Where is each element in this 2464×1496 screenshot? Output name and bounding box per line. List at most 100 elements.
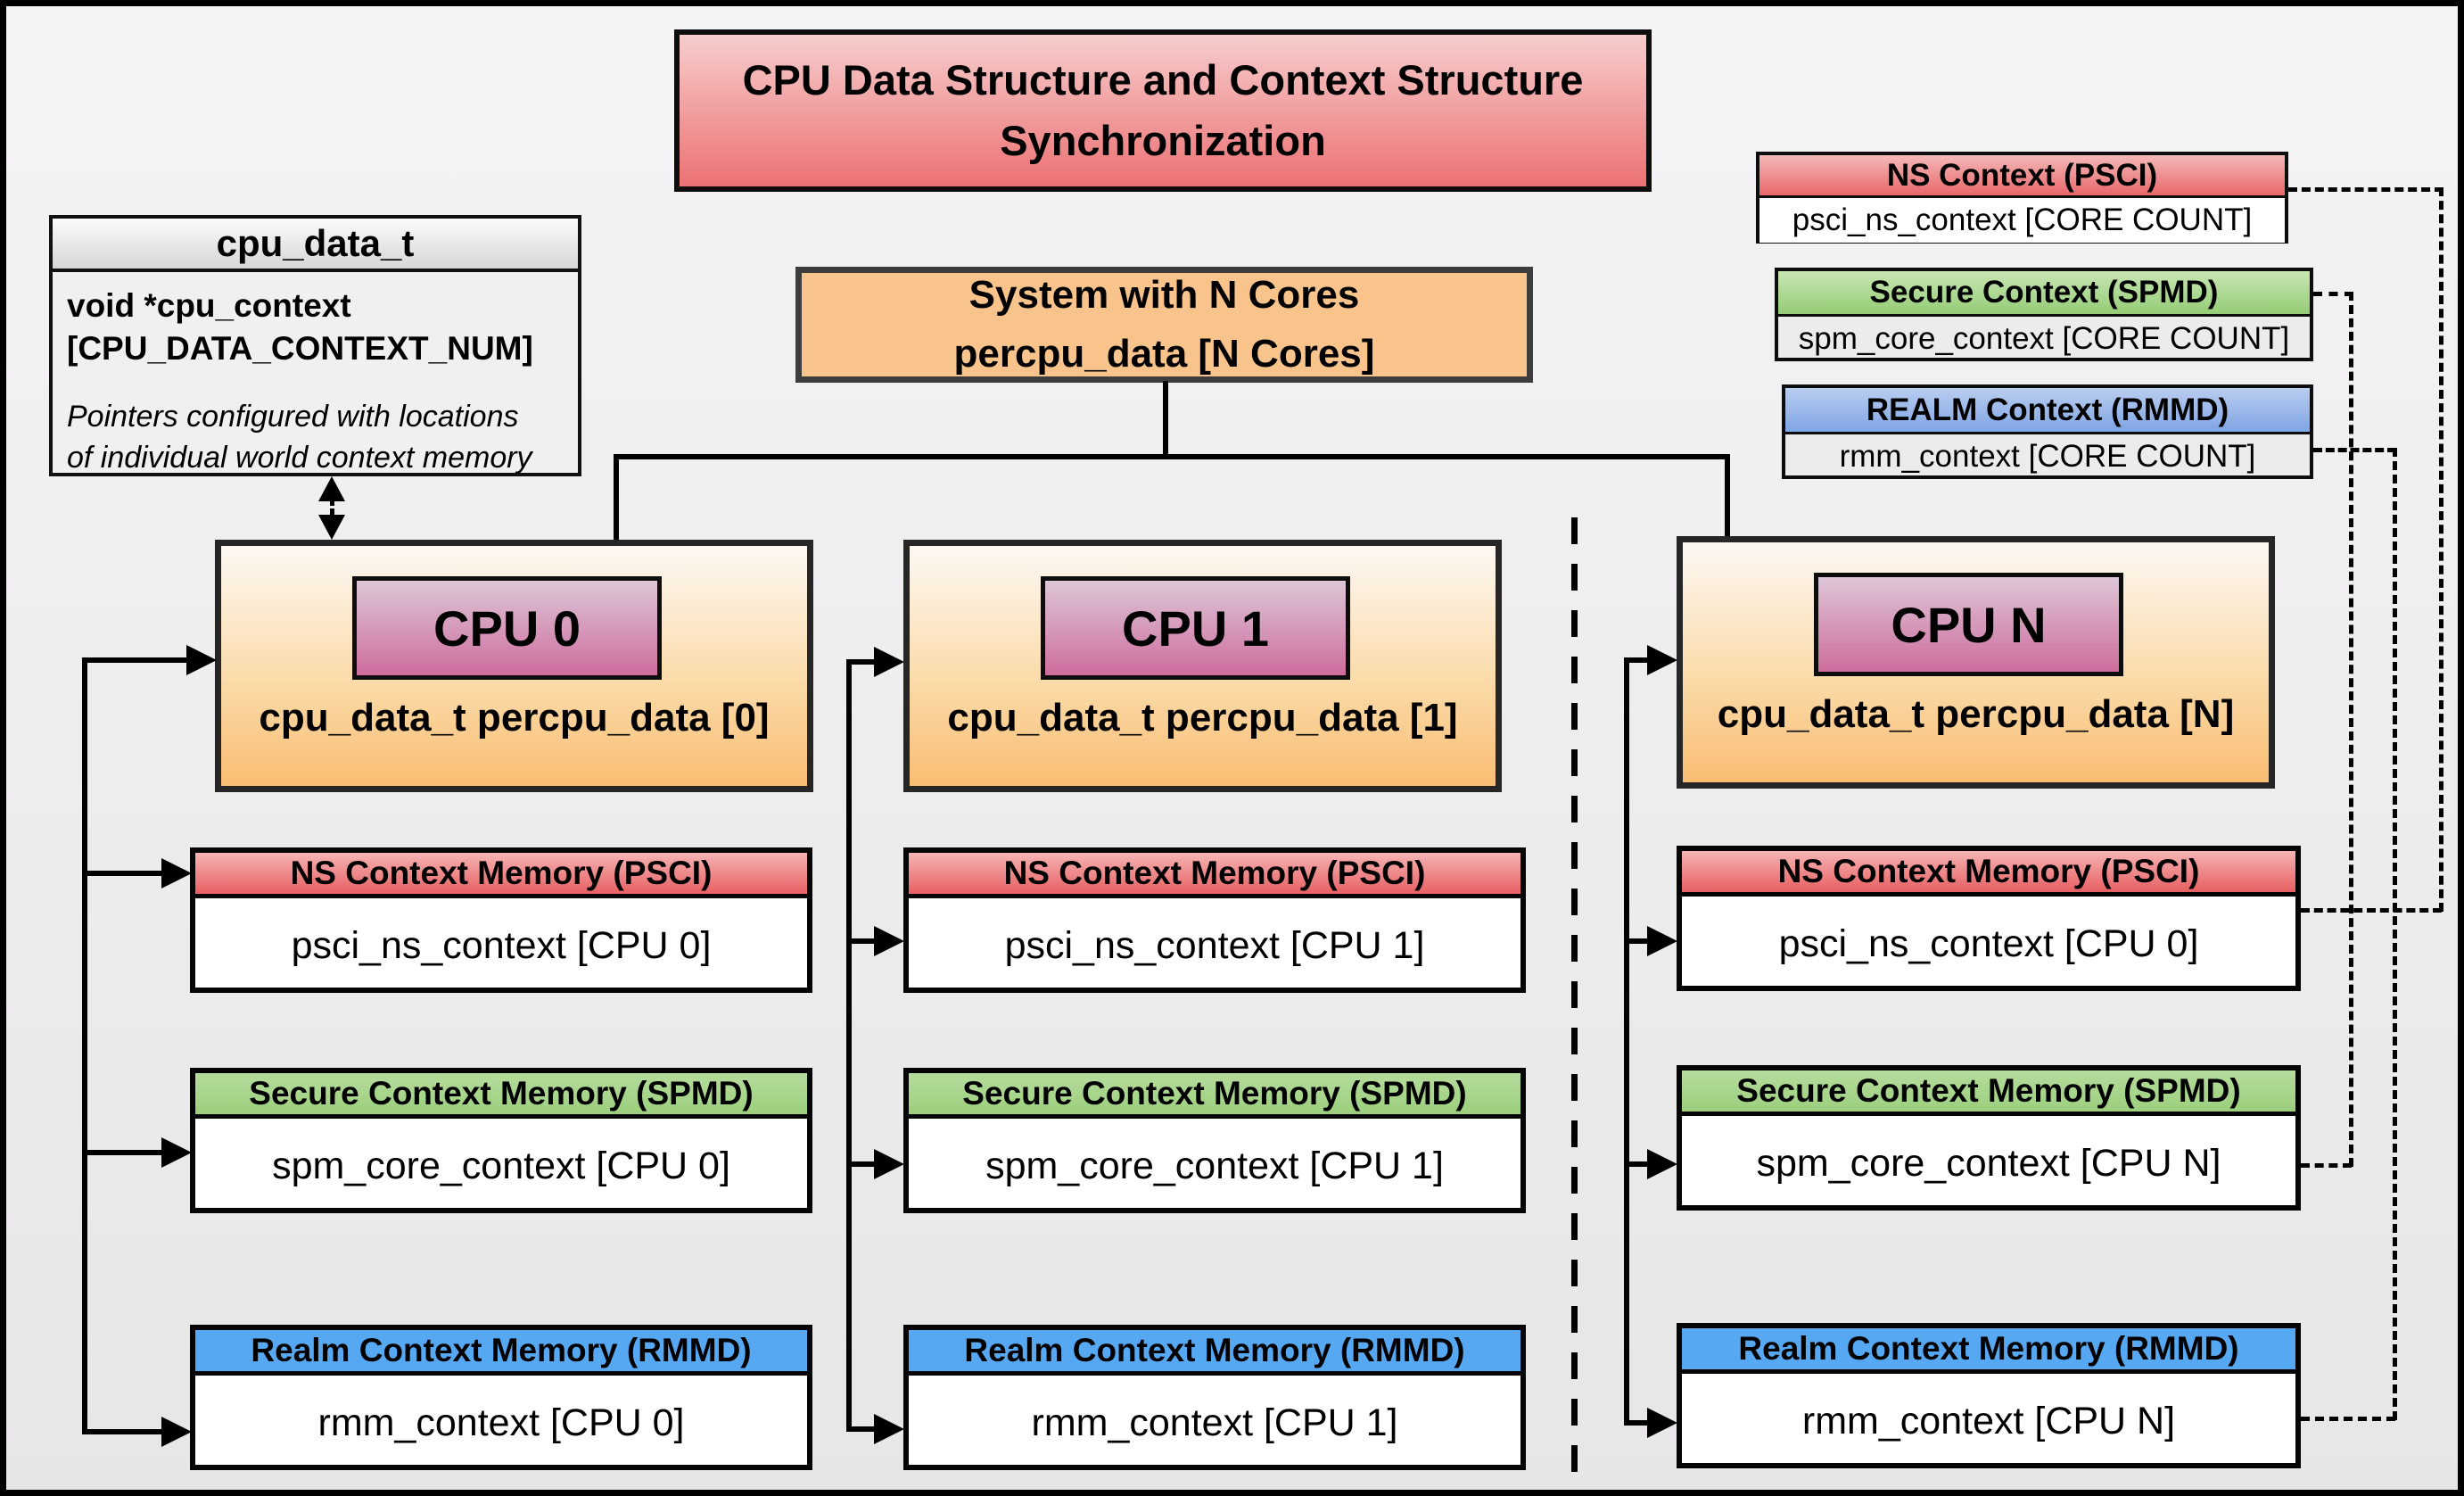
cpu0-box: CPU 0 cpu_data_t percpu_data [0] bbox=[215, 540, 813, 792]
cpu-data-t-note-line2: of individual world context memory bbox=[67, 441, 532, 475]
cpu-data-t-link-arrow-down-icon bbox=[318, 515, 345, 540]
secure-legend-dashed-bottom bbox=[2301, 1163, 2352, 1168]
cpu1-ns-context-box: NS Context Memory (PSCI) psci_ns_context… bbox=[903, 847, 1526, 993]
legend-ns-box: NS Context (PSCI) psci_ns_context [CORE … bbox=[1756, 152, 2288, 244]
cpu-data-t-box: cpu_data_t void *cpu_context [CPU_DATA_C… bbox=[49, 215, 581, 476]
cpun-box: CPU N cpu_data_t percpu_data [N] bbox=[1677, 536, 2275, 789]
cpu1-secure-body: spm_core_context [CPU 1] bbox=[985, 1144, 1444, 1187]
system-line1: System with N Cores bbox=[968, 273, 1360, 317]
cpun-realm-header: Realm Context Memory (RMMD) bbox=[1682, 1328, 2295, 1374]
cpu0-data-label: cpu_data_t percpu_data [0] bbox=[259, 696, 770, 740]
cpu0-bus-line bbox=[82, 657, 87, 1434]
cpu0-bus-branch-ns bbox=[82, 871, 163, 876]
cpu-ellipsis-separator bbox=[1571, 517, 1578, 1490]
cpu0-arrow-realm-icon bbox=[161, 1417, 192, 1447]
cpu1-arrow-secure-icon bbox=[874, 1149, 904, 1179]
cpu-data-t-body: void *cpu_context [CPU_DATA_CONTEXT_NUM]… bbox=[53, 272, 578, 492]
cpu-data-t-link-line bbox=[330, 497, 334, 529]
cpu0-realm-body: rmm_context [CPU 0] bbox=[317, 1401, 685, 1444]
cpu-data-t-field-line1: void *cpu_context bbox=[67, 287, 351, 324]
ns-legend-dashed-bottom bbox=[2301, 908, 2442, 913]
branch-horizontal-line bbox=[614, 454, 1730, 459]
cpun-bus-branch-realm bbox=[1624, 1420, 1649, 1426]
cpu-data-t-field-line2: [CPU_DATA_CONTEXT_NUM] bbox=[67, 330, 533, 368]
cpu0-arrow-secure-icon bbox=[161, 1137, 192, 1168]
cpu0-secure-header: Secure Context Memory (SPMD) bbox=[195, 1073, 807, 1119]
cpu0-arrow-ns-icon bbox=[161, 858, 192, 889]
cpu0-bus-branch-secure bbox=[82, 1150, 163, 1155]
cpu1-realm-body: rmm_context [CPU 1] bbox=[1031, 1401, 1398, 1444]
cpu0-chip: CPU 0 bbox=[352, 576, 662, 680]
branch-drop-cpun bbox=[1725, 454, 1730, 536]
realm-legend-dashed-top bbox=[2313, 448, 2396, 452]
cpun-bus-branch-secure bbox=[1624, 1161, 1649, 1167]
cpu0-secure-body: spm_core_context [CPU 0] bbox=[272, 1144, 730, 1187]
legend-secure-box: Secure Context (SPMD) spm_core_context [… bbox=[1775, 268, 2313, 361]
legend-secure-header: Secure Context (SPMD) bbox=[1778, 271, 2310, 317]
legend-secure-body: spm_core_context [CORE COUNT] bbox=[1798, 320, 2290, 356]
cpu-data-t-link-arrow-up-icon bbox=[318, 476, 345, 501]
cpun-arrow-realm-icon bbox=[1647, 1408, 1677, 1438]
cpu1-data-label: cpu_data_t percpu_data [1] bbox=[947, 696, 1458, 740]
legend-ns-body: psci_ns_context [CORE COUNT] bbox=[1759, 198, 2285, 243]
legend-realm-body: rmm_context [CORE COUNT] bbox=[1839, 438, 2256, 474]
cpun-bus-line bbox=[1624, 657, 1629, 1426]
cpu1-realm-header: Realm Context Memory (RMMD) bbox=[909, 1330, 1520, 1376]
cpu1-bus-branch-main bbox=[846, 659, 876, 665]
cpu1-realm-context-box: Realm Context Memory (RMMD) rmm_context … bbox=[903, 1325, 1526, 1470]
cpu1-secure-context-box: Secure Context Memory (SPMD) spm_core_co… bbox=[903, 1068, 1526, 1213]
cpu-data-t-header: cpu_data_t bbox=[53, 219, 578, 272]
cpu0-ns-context-box: NS Context Memory (PSCI) psci_ns_context… bbox=[190, 847, 812, 993]
realm-legend-dashed-bottom bbox=[2301, 1417, 2395, 1421]
cpun-realm-context-box: Realm Context Memory (RMMD) rmm_context … bbox=[1677, 1323, 2301, 1468]
cpu1-ns-header: NS Context Memory (PSCI) bbox=[909, 853, 1520, 898]
cpun-ns-context-box: NS Context Memory (PSCI) psci_ns_context… bbox=[1677, 846, 2301, 991]
cpun-bus-branch-main bbox=[1624, 657, 1649, 663]
cpun-arrow-ns-icon bbox=[1647, 926, 1677, 956]
system-box: System with N Cores percpu_data [N Cores… bbox=[795, 267, 1533, 383]
cpu1-box: CPU 1 cpu_data_t percpu_data [1] bbox=[903, 540, 1502, 792]
cpun-ns-body: psci_ns_context [CPU 0] bbox=[1778, 922, 2199, 965]
cpun-arrow-secure-icon bbox=[1647, 1149, 1677, 1179]
cpu0-ns-header: NS Context Memory (PSCI) bbox=[195, 853, 807, 898]
cpu1-chip: CPU 1 bbox=[1041, 576, 1350, 680]
cpun-secure-header: Secure Context Memory (SPMD) bbox=[1682, 1070, 2295, 1116]
cpu0-ns-body: psci_ns_context [CPU 0] bbox=[291, 923, 712, 967]
cpu0-secure-context-box: Secure Context Memory (SPMD) spm_core_co… bbox=[190, 1068, 812, 1213]
branch-drop-cpu0 bbox=[614, 454, 619, 540]
cpun-arrow-main-icon bbox=[1647, 645, 1677, 675]
cpu0-realm-header: Realm Context Memory (RMMD) bbox=[195, 1330, 807, 1376]
cpu0-realm-context-box: Realm Context Memory (RMMD) rmm_context … bbox=[190, 1325, 812, 1470]
cpu1-arrow-main-icon bbox=[874, 647, 904, 677]
cpun-realm-body: rmm_context [CPU N] bbox=[1801, 1399, 2176, 1442]
cpu1-arrow-realm-icon bbox=[874, 1414, 904, 1444]
legend-realm-box: REALM Context (RMMD) rmm_context [CORE C… bbox=[1782, 384, 2313, 479]
cpun-ns-header: NS Context Memory (PSCI) bbox=[1682, 851, 2295, 897]
system-drop-line bbox=[1163, 381, 1168, 459]
realm-legend-dashed-vertical bbox=[2393, 448, 2397, 1420]
diagram-title: CPU Data Structure and Context Structure… bbox=[674, 29, 1652, 192]
cpu-data-t-note-line1: Pointers configured with locations bbox=[67, 400, 519, 434]
cpu1-ns-body: psci_ns_context [CPU 1] bbox=[1004, 923, 1425, 967]
legend-realm-header: REALM Context (RMMD) bbox=[1785, 388, 2310, 434]
ns-legend-dashed-vertical bbox=[2439, 187, 2443, 912]
cpu1-arrow-ns-icon bbox=[874, 926, 904, 956]
ns-legend-dashed-top bbox=[2288, 187, 2443, 192]
cpu1-bus-branch-secure bbox=[846, 1161, 876, 1167]
cpun-secure-body: spm_core_context [CPU N] bbox=[1756, 1141, 2221, 1185]
cpun-data-label: cpu_data_t percpu_data [N] bbox=[1717, 692, 2235, 736]
cpun-secure-context-box: Secure Context Memory (SPMD) spm_core_co… bbox=[1677, 1065, 2301, 1211]
cpu0-bus-branch-main bbox=[82, 657, 188, 663]
system-line2: percpu_data [N Cores] bbox=[953, 332, 1375, 376]
cpu1-bus-branch-ns bbox=[846, 938, 876, 944]
cpun-bus-branch-ns bbox=[1624, 938, 1649, 944]
secure-legend-dashed-top bbox=[2313, 292, 2353, 296]
secure-legend-dashed-vertical bbox=[2349, 292, 2353, 1167]
cpu0-arrow-main-icon bbox=[186, 645, 217, 675]
cpu1-secure-header: Secure Context Memory (SPMD) bbox=[909, 1073, 1520, 1119]
legend-ns-header: NS Context (PSCI) bbox=[1759, 155, 2285, 198]
cpun-chip: CPU N bbox=[1814, 573, 2123, 676]
cpu1-bus-branch-realm bbox=[846, 1426, 876, 1432]
cpu1-bus-line bbox=[846, 659, 852, 1432]
